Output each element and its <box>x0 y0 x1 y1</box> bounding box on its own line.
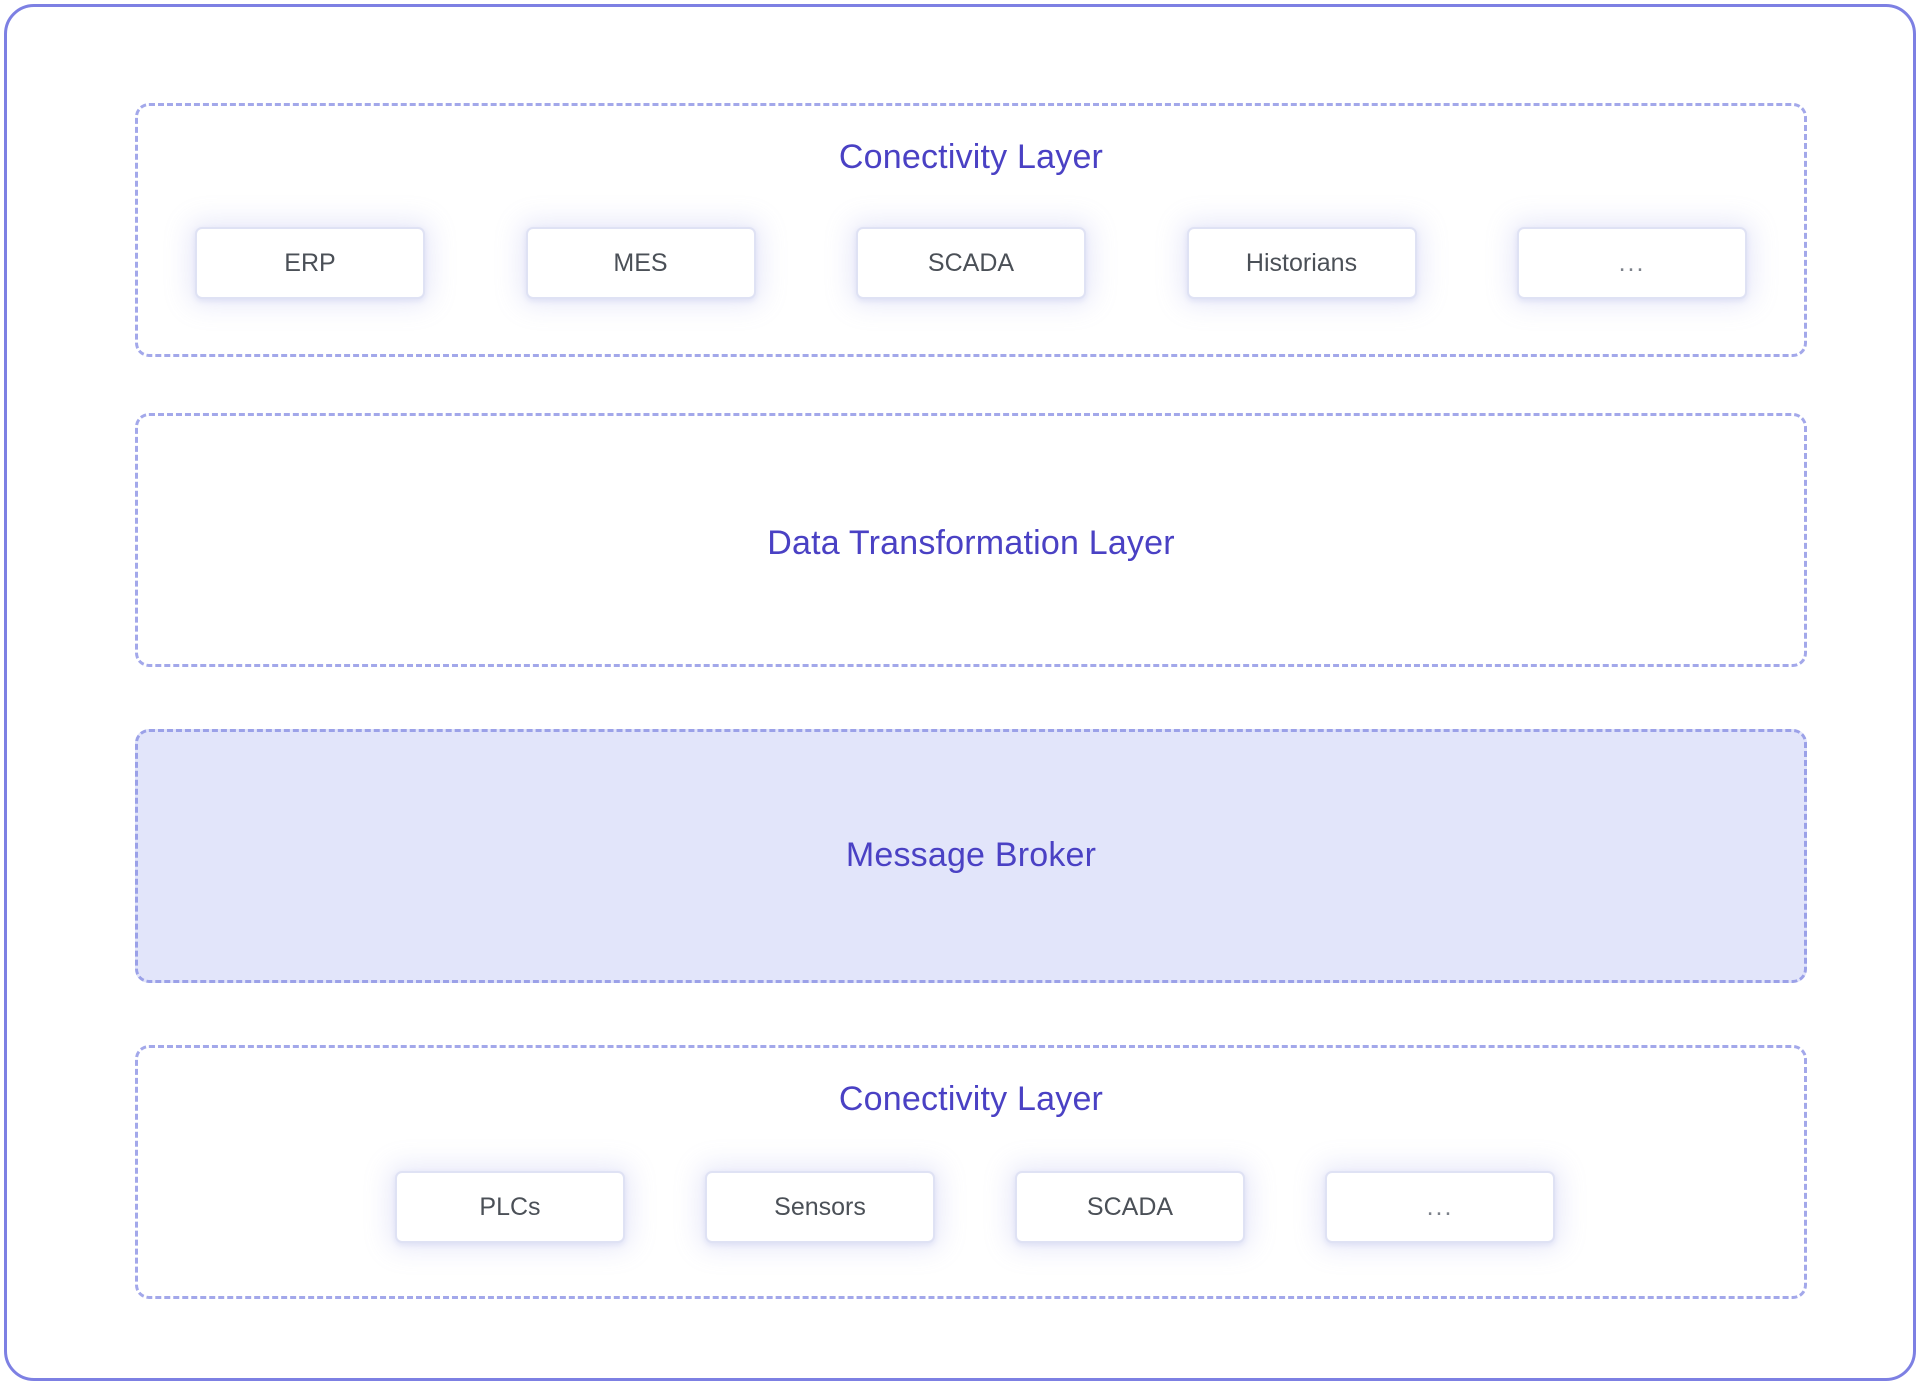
node-label: Historians <box>1245 248 1358 277</box>
node-box-plcs[interactable]: PLCs <box>395 1171 625 1243</box>
node-box-more-top[interactable]: ... <box>1517 227 1747 299</box>
node-label: PLCs <box>479 1192 541 1221</box>
layer-title-connectivity-bottom: Conectivity Layer <box>838 1080 1104 1118</box>
node-box-more-bottom[interactable]: ... <box>1325 1171 1555 1243</box>
node-label: MES <box>613 248 668 277</box>
layer-data-transformation: Data Transformation Layer <box>135 413 1807 667</box>
node-label: ... <box>1618 248 1646 277</box>
node-box-erp[interactable]: ERP <box>195 227 425 299</box>
node-box-historians[interactable]: Historians <box>1186 227 1417 299</box>
node-label: ERP <box>284 248 336 277</box>
node-box-scada-bottom[interactable]: SCADA <box>1015 1171 1245 1243</box>
node-box-scada-top[interactable]: SCADA <box>856 227 1086 299</box>
layer-message-broker: Message Broker <box>135 729 1807 983</box>
node-row-connectivity-top: ERP MES SCADA Historians ... <box>135 218 1807 308</box>
node-label: ... <box>1426 1192 1454 1221</box>
node-box-sensors[interactable]: Sensors <box>705 1171 935 1243</box>
layer-title-connectivity-top: Conectivity Layer <box>838 138 1104 176</box>
layer-title-message-broker: Message Broker <box>845 836 1097 874</box>
node-label: Sensors <box>774 1192 866 1221</box>
layer-title-data-transformation: Data Transformation Layer <box>767 524 1175 562</box>
node-label: SCADA <box>1086 1192 1174 1221</box>
node-row-connectivity-bottom: PLCs Sensors SCADA ... <box>135 1162 1807 1252</box>
node-box-mes[interactable]: MES <box>525 227 756 299</box>
outer-frame: Conectivity Layer ERP MES SCADA Historia… <box>4 4 1916 1381</box>
node-label: SCADA <box>927 248 1015 277</box>
